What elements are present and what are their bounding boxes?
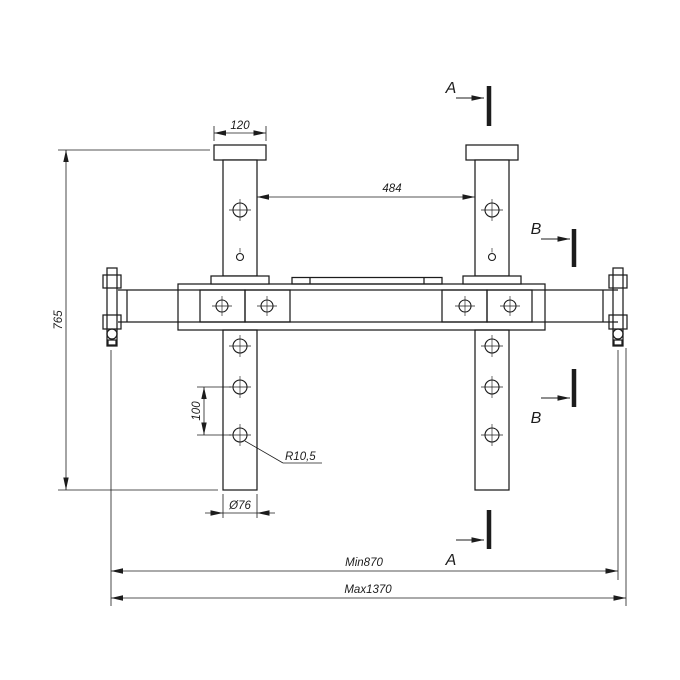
telescopic-beam: [118, 276, 618, 331]
section-b-top-label: B: [531, 221, 542, 238]
section-marker-a-bottom: A: [445, 510, 492, 569]
section-a-bottom-label: A: [445, 552, 457, 569]
dim-r105-label: R10,5: [285, 451, 316, 463]
bolt-plates: [199, 289, 533, 323]
dim-100-label: 100: [191, 401, 203, 421]
dim-max1370-label: Max1370: [344, 584, 392, 596]
dimension-max-width: Max1370: [111, 348, 627, 606]
dimension-cap-width: 120: [213, 120, 267, 141]
dim-dia76-label: Ø76: [228, 500, 251, 512]
dimension-min-width: Min870: [110, 350, 619, 606]
dimension-post-spacing: 484: [257, 183, 475, 200]
section-marker-b-bottom: B: [531, 369, 577, 427]
section-a-top-label: A: [445, 80, 457, 97]
left-post: [210, 144, 270, 491]
section-marker-a-top: A: [445, 80, 492, 126]
post-holes: [212, 199, 520, 446]
dimension-hole-spacing: 100: [191, 386, 231, 436]
section-marker-b-top: B: [531, 221, 577, 267]
dim-min870-label: Min870: [345, 557, 383, 569]
section-b-bottom-label: B: [531, 410, 542, 427]
right-end-bracket: [608, 267, 628, 347]
dim-484-label: 484: [382, 183, 401, 195]
dimension-overall-height: 765: [53, 149, 218, 491]
dimension-radius-callout: R10,5: [244, 440, 322, 464]
dimension-tube-diameter: Ø76: [205, 494, 275, 518]
left-end-bracket: [102, 267, 122, 347]
dim-765-label: 765: [53, 310, 65, 330]
dim-120-label: 120: [230, 120, 250, 132]
